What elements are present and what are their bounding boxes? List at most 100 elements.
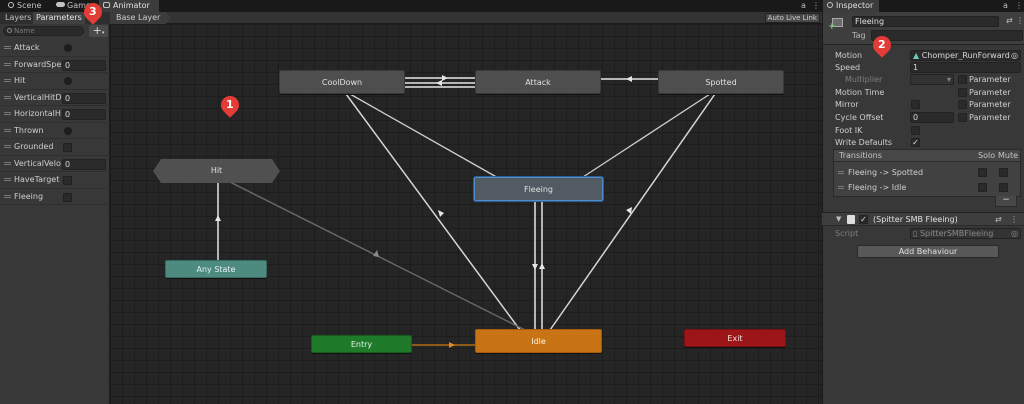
- drag-handle-icon[interactable]: [4, 79, 11, 82]
- state-any-state[interactable]: Any State: [165, 260, 267, 278]
- parameter-row-grounded[interactable]: Grounded: [0, 139, 110, 156]
- trigger-toggle[interactable]: [64, 126, 72, 135]
- menu-icon[interactable]: ⋮: [1010, 215, 1018, 224]
- state-entry[interactable]: Entry: [311, 335, 412, 353]
- write-defaults-checkbox[interactable]: ✓: [911, 138, 920, 147]
- add-parameter-button[interactable]: +▾: [89, 25, 108, 37]
- state-hit[interactable]: Hit: [153, 159, 280, 183]
- drag-handle-icon[interactable]: [4, 178, 11, 181]
- transitions-header: Transitions Solo Mute: [834, 150, 1020, 162]
- parameter-row-have-target[interactable]: HaveTarget: [0, 172, 110, 189]
- bool-checkbox[interactable]: [63, 143, 72, 152]
- parameter-row-horizontal-hit-dot[interactable]: HorizontalHitDot0: [0, 106, 110, 123]
- tab-game[interactable]: Game: [52, 0, 100, 12]
- float-field[interactable]: 0: [62, 158, 106, 170]
- remove-transition-button[interactable]: −: [995, 196, 1017, 207]
- multiplier-label: Multiplier: [845, 75, 883, 84]
- drag-handle-icon[interactable]: [838, 171, 844, 174]
- arrow-head: [626, 76, 632, 82]
- drag-handle-icon[interactable]: [4, 194, 11, 198]
- parameter-search[interactable]: [3, 26, 84, 36]
- state-attack[interactable]: Attack: [475, 70, 601, 94]
- arrow-head: [532, 264, 538, 270]
- drag-handle-icon[interactable]: [838, 186, 844, 189]
- drag-handle-icon[interactable]: [4, 62, 11, 66]
- bool-checkbox[interactable]: [63, 192, 72, 202]
- transition-row[interactable]: Fleeing -> Spotted: [834, 165, 1020, 180]
- state-header: + Fleeing ⇄ ⋮ Tag: [823, 12, 1024, 45]
- chevron-down-icon[interactable]: ▼: [836, 215, 842, 223]
- state-cooldown[interactable]: CoolDown: [279, 70, 405, 94]
- motion-field[interactable]: ▲ Chomper_RunForward◎: [910, 50, 1021, 61]
- mirror-parameter-checkbox[interactable]: [958, 100, 967, 109]
- settings-icon[interactable]: ⇄: [1006, 16, 1013, 25]
- tag-field[interactable]: [871, 30, 1023, 41]
- state-spotted[interactable]: Spotted: [658, 70, 784, 94]
- mute-checkbox[interactable]: [999, 183, 1008, 192]
- parameter-row-forward-speed[interactable]: ForwardSpeed0: [0, 57, 110, 73]
- behaviour-header[interactable]: ▼ ✓ (Spitter SMB Fleeing) ⇄ ⋮: [822, 212, 1024, 226]
- parameter-row-fleeing[interactable]: Fleeing: [0, 189, 110, 205]
- trigger-toggle[interactable]: [64, 44, 72, 52]
- trigger-toggle[interactable]: [64, 77, 72, 85]
- tab-scene[interactable]: Scene: [4, 0, 46, 12]
- lock-icon[interactable]: a: [801, 1, 806, 10]
- scene-icon: [8, 2, 14, 8]
- drag-handle-icon[interactable]: [4, 128, 11, 132]
- menu-icon[interactable]: ⋮: [812, 1, 820, 10]
- tab-inspector[interactable]: Inspector: [823, 0, 880, 12]
- float-field[interactable]: 0: [62, 109, 106, 120]
- transition-cooldown-fleeing[interactable]: [349, 93, 501, 180]
- drag-handle-icon[interactable]: [4, 112, 11, 115]
- speed-field[interactable]: 1: [910, 62, 1021, 73]
- search-icon: [7, 28, 12, 33]
- state-name-field[interactable]: Fleeing: [852, 16, 999, 27]
- behaviour-enabled-checkbox[interactable]: ✓: [859, 215, 868, 224]
- drag-handle-icon[interactable]: [4, 95, 11, 99]
- script-file-icon: ▯: [913, 229, 918, 238]
- parameter-label: Parameter: [969, 100, 1011, 109]
- float-field[interactable]: 0: [62, 59, 106, 71]
- breadcrumb-base-layer[interactable]: Base Layer: [110, 12, 172, 24]
- state-fleeing[interactable]: Fleeing: [474, 177, 603, 201]
- behaviour-title: (Spitter SMB Fleeing): [873, 215, 958, 224]
- transition-spotted-idle[interactable]: [549, 93, 716, 331]
- bool-checkbox[interactable]: [63, 176, 72, 185]
- multiplier-parameter-checkbox[interactable]: [958, 75, 967, 84]
- mirror-checkbox[interactable]: [911, 100, 920, 109]
- drag-handle-icon[interactable]: [4, 161, 11, 165]
- tab-animator[interactable]: Animator: [99, 0, 159, 12]
- mute-checkbox[interactable]: [999, 168, 1008, 177]
- parameter-label: Parameter: [969, 75, 1011, 84]
- float-field[interactable]: 0: [62, 92, 106, 104]
- state-exit[interactable]: Exit: [684, 329, 786, 347]
- search-input[interactable]: [14, 27, 82, 35]
- tab-layers[interactable]: Layers: [5, 13, 32, 22]
- settings-icon[interactable]: ⇄: [995, 215, 1002, 224]
- parameter-row-thrown[interactable]: Thrown: [0, 123, 110, 139]
- transition-spotted-fleeing[interactable]: [579, 93, 711, 180]
- parameter-row-vertical-hit-dot[interactable]: VerticalHitDot0: [0, 90, 110, 106]
- motion-time-parameter-checkbox[interactable]: [958, 88, 967, 97]
- add-behaviour-button[interactable]: Add Behaviour: [857, 245, 999, 258]
- parameter-row-hit[interactable]: Hit: [0, 73, 110, 90]
- animator-graph[interactable]: Base Layer Auto Live Link CoolDown Attac…: [110, 12, 822, 404]
- transition-row[interactable]: Fleeing -> Idle: [834, 180, 1020, 195]
- lock-icon[interactable]: a: [1003, 1, 1008, 10]
- foot-ik-checkbox[interactable]: [911, 126, 920, 135]
- menu-icon[interactable]: ⋮: [1016, 16, 1024, 25]
- cycle-offset-field[interactable]: 0: [910, 112, 954, 123]
- drag-handle-icon[interactable]: [4, 145, 11, 148]
- transition-cooldown-idle[interactable]: [345, 93, 521, 331]
- tab-parameters[interactable]: Parameters: [33, 12, 85, 24]
- solo-checkbox[interactable]: [978, 168, 987, 177]
- drag-handle-icon[interactable]: [4, 46, 11, 49]
- menu-icon[interactable]: ⋮: [1015, 1, 1023, 10]
- solo-checkbox[interactable]: [978, 183, 987, 192]
- auto-live-link-button[interactable]: Auto Live Link: [764, 13, 820, 23]
- state-idle[interactable]: Idle: [475, 329, 602, 353]
- cycle-offset-parameter-checkbox[interactable]: [958, 113, 967, 122]
- target-icon[interactable]: ◎: [1011, 51, 1018, 60]
- parameter-row-vertical-velocity[interactable]: VerticalVelocity0: [0, 156, 110, 172]
- parameter-row-attack[interactable]: Attack: [0, 40, 110, 57]
